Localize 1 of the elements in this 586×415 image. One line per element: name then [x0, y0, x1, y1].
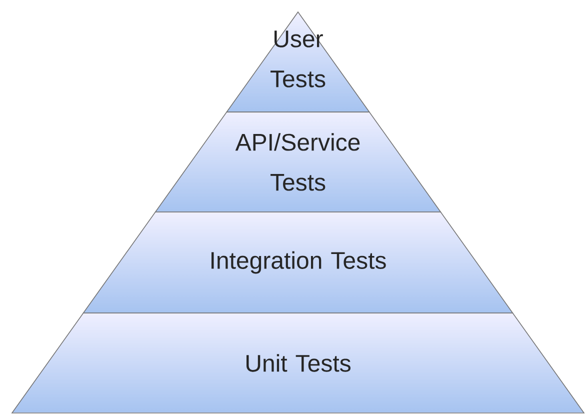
pyramid-layer: Integration Tests [82, 212, 514, 314]
